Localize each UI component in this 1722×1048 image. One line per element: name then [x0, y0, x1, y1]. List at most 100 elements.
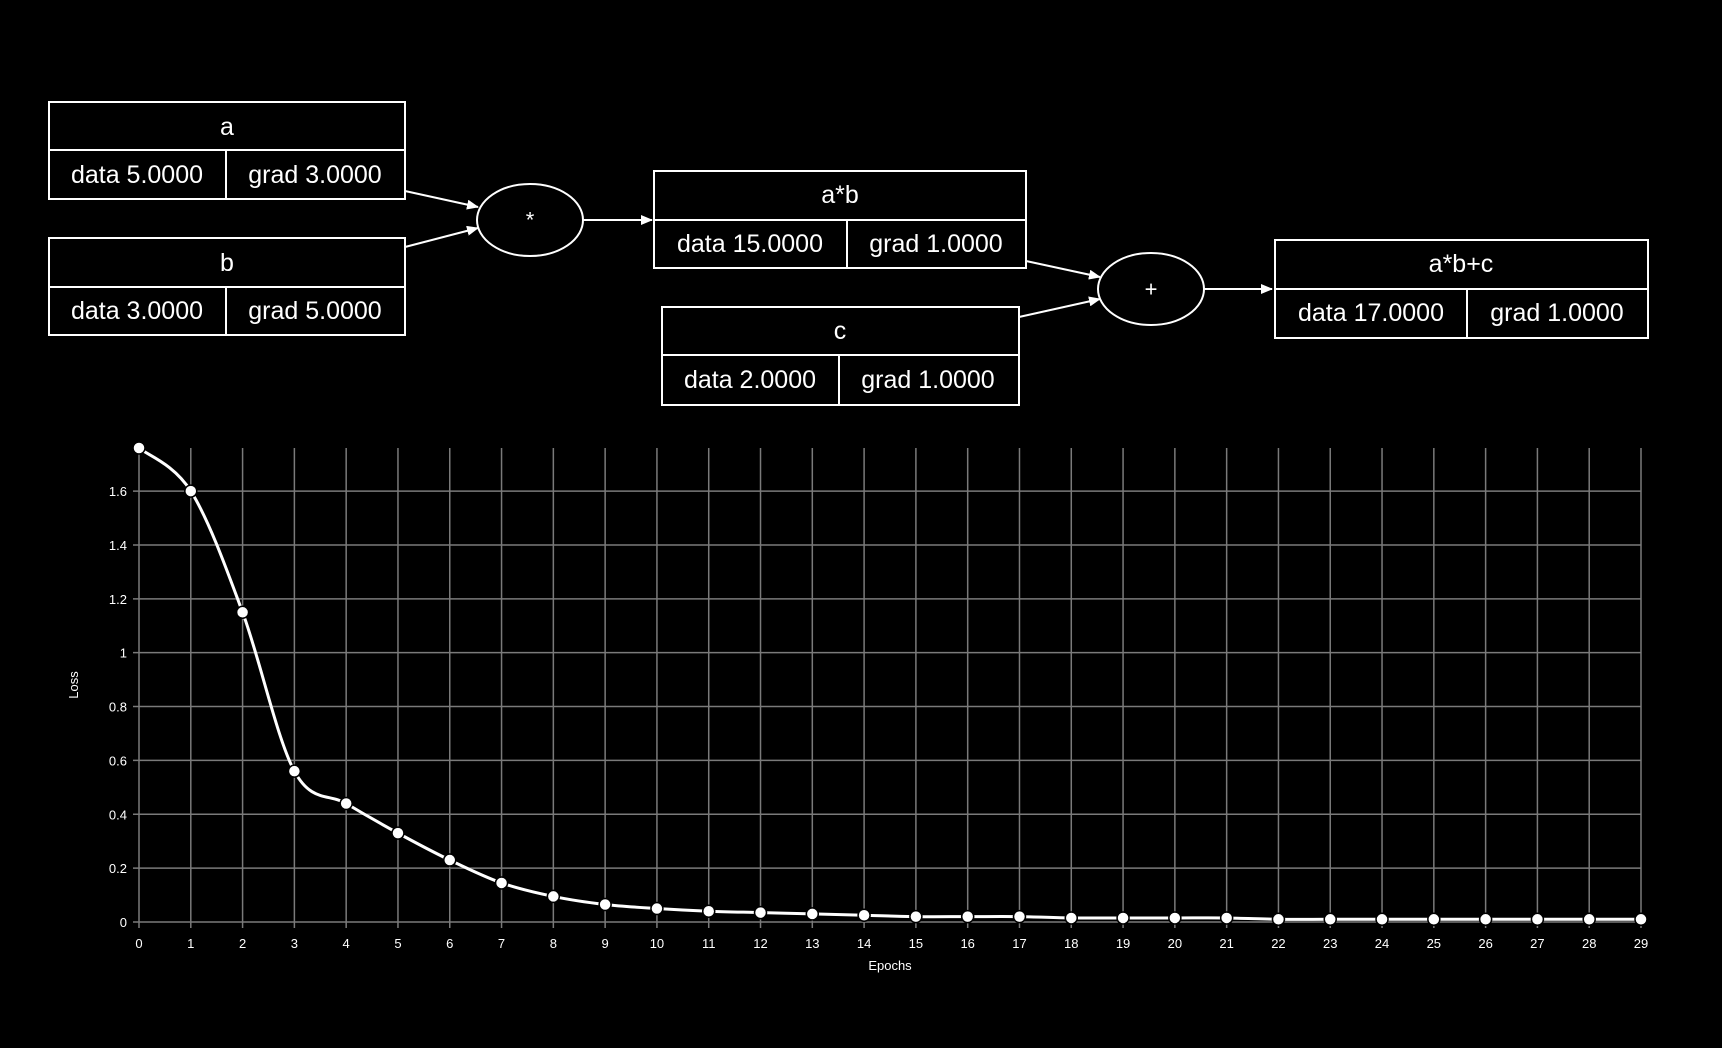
x-tick-label: 28 — [1582, 936, 1596, 951]
data-point — [1530, 912, 1545, 927]
data-point — [701, 904, 716, 918]
node-data: data 5.0000 — [71, 161, 203, 189]
node-grad: grad 1.0000 — [861, 366, 994, 394]
x-tick-label: 11 — [702, 936, 716, 951]
data-point — [1271, 912, 1286, 927]
op-node-mul: * — [476, 183, 584, 257]
data-point — [287, 764, 302, 778]
x-tick-label: 21 — [1219, 936, 1233, 951]
x-tick-label: 1 — [187, 936, 194, 951]
op-label: * — [526, 208, 535, 233]
x-tick-label: 13 — [805, 936, 819, 951]
data-point — [909, 909, 923, 924]
node-label: a*b — [821, 181, 859, 209]
y-tick-label: 1.6 — [109, 484, 127, 499]
data-point — [857, 908, 871, 923]
x-tick-label: 4 — [343, 936, 350, 951]
node-grad: grad 1.0000 — [1490, 299, 1623, 327]
x-tick-label: 0 — [135, 936, 142, 951]
x-tick-label: 24 — [1375, 936, 1389, 951]
data-point — [235, 605, 250, 620]
data-point — [1116, 911, 1130, 925]
data-point — [184, 484, 198, 498]
x-tick-label: 10 — [650, 936, 664, 951]
data-point — [391, 826, 405, 840]
value-node-abc: a*b+c data 17.0000 grad 1.0000 — [1274, 239, 1649, 339]
edge-c-to-add — [1018, 296, 1101, 318]
value-node-ab: a*b data 15.0000 grad 1.0000 — [653, 170, 1027, 269]
value-node-b: b data 3.0000 grad 5.0000 — [48, 237, 406, 336]
node-grad: grad 1.0000 — [869, 230, 1002, 258]
y-tick-label: 1.2 — [109, 592, 127, 607]
data-point — [1634, 912, 1648, 927]
x-tick-label: 14 — [857, 936, 871, 951]
y-axis-label: Loss — [66, 671, 81, 699]
data-point — [1323, 912, 1337, 927]
edge-b-to-mul — [404, 225, 479, 248]
y-tick-label: 1.4 — [109, 538, 127, 553]
y-tick-label: 0.6 — [109, 753, 127, 768]
data-point — [1427, 912, 1441, 927]
loss-line — [138, 446, 1641, 921]
data-point — [443, 853, 457, 867]
node-data: data 2.0000 — [684, 366, 816, 394]
value-node-c: c data 2.0000 grad 1.0000 — [661, 306, 1020, 406]
data-point — [753, 905, 768, 920]
data-point — [1219, 911, 1234, 925]
x-tick-label: 29 — [1634, 936, 1648, 951]
node-data: data 3.0000 — [71, 297, 203, 325]
value-node-a: a data 5.0000 grad 3.0000 — [48, 101, 406, 200]
data-point — [1064, 911, 1079, 925]
data-point — [132, 441, 146, 455]
node-label: c — [834, 317, 847, 345]
loss-points — [132, 441, 1648, 927]
x-tick-label: 8 — [550, 936, 557, 951]
node-label: b — [220, 249, 234, 277]
node-data: data 15.0000 — [677, 230, 823, 258]
data-point — [339, 796, 353, 811]
x-tick-label: 3 — [291, 936, 298, 951]
op-node-add: + — [1097, 252, 1205, 326]
data-point — [494, 876, 509, 890]
y-tick-label: 0.8 — [109, 700, 127, 715]
node-grad: grad 3.0000 — [248, 161, 381, 189]
y-tick-label: 0 — [120, 915, 127, 930]
data-point — [805, 907, 820, 921]
y-tick-label: 1 — [120, 646, 127, 661]
x-tick-label: 2 — [239, 936, 246, 951]
data-point — [1478, 912, 1493, 927]
x-tick-label: 20 — [1168, 936, 1182, 951]
x-tick-label: 26 — [1478, 936, 1492, 951]
chart-grid — [133, 448, 1642, 928]
data-point — [1168, 911, 1182, 925]
node-grad: grad 5.0000 — [248, 297, 381, 325]
data-point — [960, 909, 975, 924]
data-point — [598, 897, 612, 912]
x-axis-label: Epochs — [868, 958, 912, 973]
edge-ab-to-add — [1025, 260, 1101, 280]
x-tick-label: 23 — [1323, 936, 1337, 951]
x-tick-label: 5 — [394, 936, 401, 951]
data-point — [1375, 912, 1389, 927]
edge-a-to-mul — [404, 190, 479, 210]
x-tick-label: 12 — [753, 936, 767, 951]
x-tick-label: 19 — [1116, 936, 1130, 951]
x-tick-label: 25 — [1427, 936, 1441, 951]
x-tick-label: 7 — [498, 936, 505, 951]
node-label: a — [220, 113, 234, 141]
y-tick-label: 0.4 — [109, 807, 127, 822]
data-point — [1012, 909, 1027, 924]
x-tick-label: 17 — [1012, 936, 1026, 951]
x-tick-label: 27 — [1530, 936, 1544, 951]
x-tick-label: 15 — [909, 936, 923, 951]
x-tick-label: 18 — [1064, 936, 1078, 951]
data-point — [546, 889, 561, 904]
x-tick-label: 6 — [446, 936, 453, 951]
x-tick-label: 16 — [960, 936, 974, 951]
y-axis-ticks: 00.20.40.60.811.21.41.6 — [109, 484, 127, 930]
data-point — [650, 901, 664, 916]
graph-edges — [404, 190, 1273, 318]
